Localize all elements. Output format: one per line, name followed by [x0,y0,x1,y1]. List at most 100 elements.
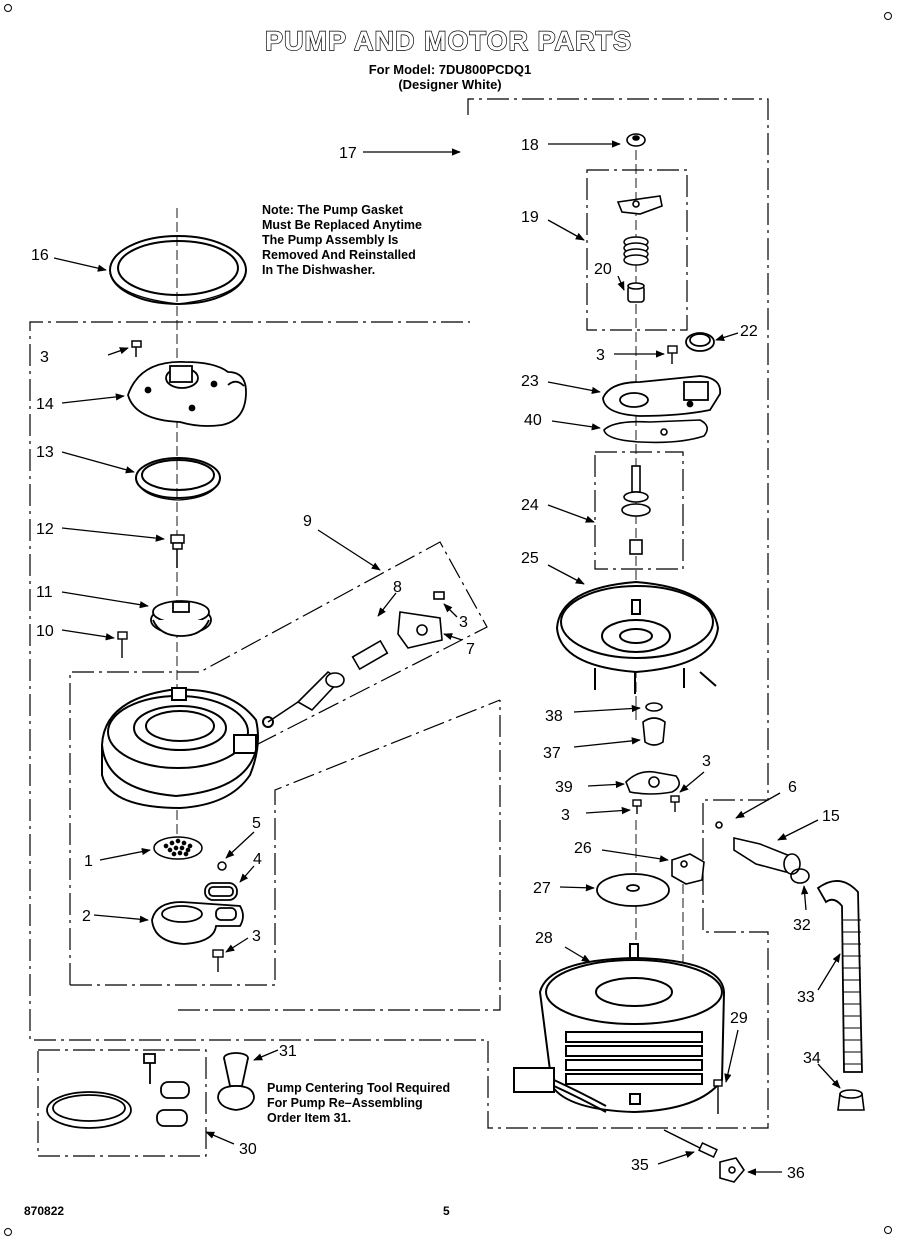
housing-bracket-2 [151,901,244,945]
callout-15: 15 [822,808,840,825]
tool-note-line: For Pump Re–Assembling [267,1096,423,1110]
wire-35 [663,1129,718,1159]
callout-16: 16 [31,247,49,264]
centering-tool-31 [217,1052,255,1111]
gasket-40 [603,419,708,444]
pump-gasket [109,235,247,305]
callout-26: 26 [574,840,592,857]
bracket-26 [671,853,705,885]
check-ball-5 [217,861,227,871]
assembly-boundaries [29,98,769,1157]
callout-36: 36 [787,1165,805,1182]
tool-note-line: Pump Centering Tool Required [267,1081,451,1095]
callout-3: 3 [561,807,570,824]
callout-numbers: 17 18 19 20 16 22 3 23 14 40 13 12 24 9 … [31,137,840,1182]
callout-29: 29 [730,1010,748,1027]
screw-10 [117,631,128,658]
screws-3-below-39 [632,795,680,814]
callout-3: 3 [702,753,711,770]
callout-7: 7 [466,641,475,658]
callout-33: 33 [797,989,815,1006]
callout-12: 12 [36,521,54,538]
centering-tool-note: Pump Centering Tool Required For Pump Re… [267,1081,450,1126]
screw-3-upper-left [131,340,142,357]
leader-arrows [53,140,841,1176]
impeller-11 [150,600,212,637]
callout-1: 1 [84,853,93,870]
gasket-note-line: Must Be Replaced Anytime [262,218,422,232]
gasket-note-line: Removed And Reinstalled [262,248,416,262]
pump-cover-plate [127,361,247,427]
callout-25: 25 [521,550,539,567]
gasket-note-line: The Pump Assembly Is [262,233,399,247]
callout-11: 11 [36,584,53,601]
page-number: 5 [443,1204,450,1218]
pump-base-25 [555,580,720,694]
callout-3: 3 [40,349,49,366]
motor-28 [513,943,726,1114]
callout-10: 10 [36,623,54,640]
callout-28: 28 [535,930,553,947]
callout-31: 31 [279,1043,297,1060]
callout-2: 2 [82,908,91,925]
bushing-20 [627,282,645,303]
footer-code: 870822 [24,1204,65,1218]
callout-18: 18 [521,137,539,154]
corner-hole-top-right [884,12,892,20]
callout-17: 17 [339,145,357,162]
nut-18 [626,133,646,147]
callout-19: 19 [521,209,539,226]
callout-14: 14 [36,396,54,413]
model-color: (Designer White) [398,77,502,92]
corner-hole-bottom-left [4,1228,12,1236]
screw-3-upper-right [667,345,678,364]
callout-38: 38 [545,708,563,725]
shaft-24 [621,465,651,555]
callout-3: 3 [459,614,468,631]
callout-32: 32 [793,917,811,934]
pump-kit-30 [46,1053,190,1129]
drain-connector-15 [715,821,801,875]
callout-37: 37 [543,745,561,762]
callout-35: 35 [631,1157,649,1174]
valve-assembly [267,591,445,723]
callout-20: 20 [594,261,612,278]
model-caption: For Model: 7DU800PCDQ1 (Designer White) [330,62,570,92]
gasket-4 [204,882,238,901]
screw-29 [713,1079,723,1114]
callout-5: 5 [252,815,261,832]
callout-34: 34 [803,1050,821,1067]
callout-22: 22 [740,323,758,340]
page-title: PUMP AND MOTOR PARTS [264,25,633,56]
screw-3-lower-left [212,949,224,972]
callout-39: 39 [555,779,573,796]
gasket-note-line: In The Dishwasher. [262,263,376,277]
callout-4: 4 [253,851,262,868]
mount-plate-23 [602,375,722,417]
seal-ring-13 [135,457,221,501]
gasket-note: Note: The Pump Gasket Must Be Replaced A… [262,203,422,278]
callout-3: 3 [252,928,261,945]
hose-end-34 [837,1089,865,1111]
screw-12 [170,534,185,568]
corner-hole-bottom-right [884,1226,892,1234]
strainer-1 [153,836,203,860]
spring-19 [623,236,649,266]
callout-23: 23 [521,373,539,390]
connector-36 [719,1157,745,1183]
gasket-39 [625,770,680,795]
callout-3: 3 [596,347,605,364]
callout-30: 30 [239,1141,257,1158]
callout-24: 24 [521,497,539,514]
gasket-note-line: Note: The Pump Gasket [262,203,403,217]
callout-9: 9 [303,513,312,530]
callout-6: 6 [788,779,797,796]
cam-lever-19 [616,195,663,215]
callout-40: 40 [524,412,542,429]
seal-37 [642,717,666,746]
clamp-22 [685,332,715,352]
o-ring-38 [645,702,663,712]
model-number: For Model: 7DU800PCDQ1 [368,62,532,77]
